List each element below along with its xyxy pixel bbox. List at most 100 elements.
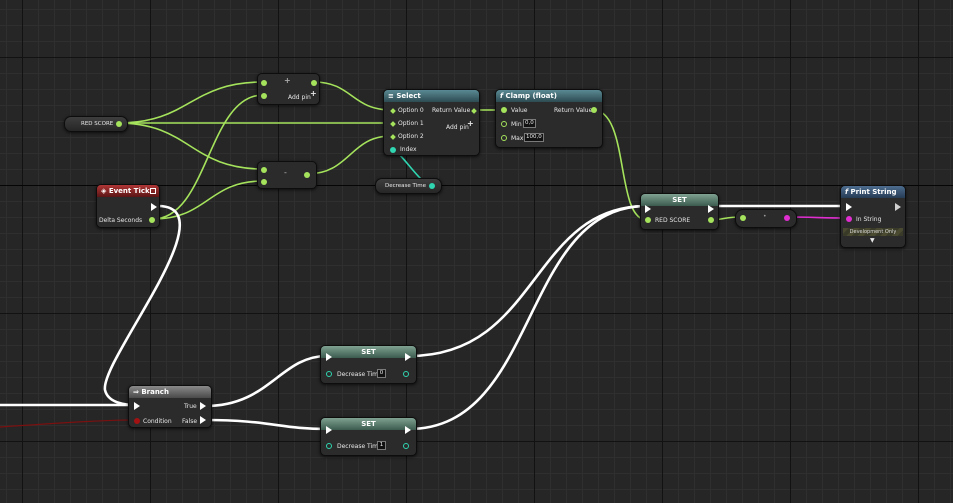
index-pin[interactable] xyxy=(390,147,396,153)
select-add-pin-plus-icon[interactable]: + xyxy=(467,119,474,128)
set-dt1-exec-out[interactable] xyxy=(405,426,411,434)
development-only-banner: Development Only xyxy=(843,228,903,236)
set-dt0-exec-out[interactable] xyxy=(405,353,411,361)
branch-title: Branch xyxy=(141,388,169,396)
event-tick-title: Event Tick xyxy=(108,187,150,195)
wire-add-option0 xyxy=(313,81,392,111)
decrease-time-out-pin[interactable] xyxy=(429,183,435,189)
clamp-max-input[interactable]: 100,0 xyxy=(524,133,544,142)
branch-header: ⇒ Branch xyxy=(129,386,211,398)
sub-a-pin[interactable] xyxy=(261,167,267,173)
event-tick-exec-out[interactable] xyxy=(151,203,157,211)
option1-pin[interactable] xyxy=(390,121,396,127)
branch-exec-in[interactable] xyxy=(134,402,140,410)
add-a-pin[interactable] xyxy=(261,80,267,86)
convert-symbol: • xyxy=(763,213,767,220)
clamp-max-pin[interactable] xyxy=(501,135,507,141)
sub-out-pin[interactable] xyxy=(304,172,310,178)
clamp-value-pin[interactable] xyxy=(501,107,507,113)
set-dt1-value-input[interactable]: 1 xyxy=(377,441,386,450)
wire-redscore-sub xyxy=(117,122,264,170)
graph-origin-line xyxy=(0,185,953,186)
set-red-exec-in[interactable] xyxy=(645,205,651,213)
wire-delta-sub xyxy=(152,180,264,220)
select-add-pin-label[interactable]: Add pin xyxy=(446,124,469,131)
condition-pin[interactable] xyxy=(134,418,140,424)
subtract-node[interactable]: - xyxy=(257,161,317,189)
add-pin-plus-icon[interactable]: + xyxy=(310,89,317,98)
print-string-header: f Print String xyxy=(841,186,905,198)
print-string-node[interactable]: f Print String In String Development Onl… xyxy=(840,185,906,248)
set-dt1-in-pin[interactable] xyxy=(326,443,332,449)
branch-false-label: False xyxy=(182,418,198,425)
select-header: ≡ Select xyxy=(384,90,479,102)
wire-exec-false-set xyxy=(204,418,328,431)
decrease-time-getter[interactable]: Decrease Time xyxy=(375,178,442,194)
set-dt0-out-pin[interactable] xyxy=(403,371,409,377)
event-diamond-icon: ◈ xyxy=(101,187,107,195)
add-out-pin[interactable] xyxy=(311,80,317,86)
select-icon: ≡ xyxy=(388,92,394,100)
print-exec-in[interactable] xyxy=(846,203,852,211)
set-red-exec-out[interactable] xyxy=(708,205,714,213)
add-node[interactable]: + Add pin + xyxy=(257,73,320,105)
add-b-pin[interactable] xyxy=(261,93,267,99)
wire-exec-set0-setred xyxy=(408,204,648,358)
set-dt1-header: SET xyxy=(321,418,416,430)
set-dt0-label: Decrease Time xyxy=(337,371,382,378)
clamp-min-label: Min xyxy=(511,121,522,128)
in-string-pin[interactable] xyxy=(846,216,852,222)
red-score-getter[interactable]: RED SCORE xyxy=(64,116,128,132)
branch-true-label: True xyxy=(184,403,197,410)
sub-symbol: - xyxy=(284,168,287,177)
set-decrease-time-1-node[interactable]: SET Decrease Time 1 xyxy=(320,417,417,456)
branch-false-exec[interactable] xyxy=(200,416,206,424)
in-string-label: In String xyxy=(856,216,882,223)
set-dt1-exec-in[interactable] xyxy=(326,426,332,434)
clamp-min-input[interactable]: 0,0 xyxy=(523,119,536,128)
print-exec-out[interactable] xyxy=(895,203,901,211)
set-dt0-in-pin[interactable] xyxy=(326,371,332,377)
delta-seconds-label: Delta Seconds xyxy=(99,217,143,224)
set-decrease-time-0-node[interactable]: SET Decrease Time 0 xyxy=(320,345,417,384)
event-tick-node[interactable]: ◈ Event Tick Delta Seconds xyxy=(96,184,160,228)
convert-in-pin[interactable] xyxy=(740,215,746,221)
set-dt1-out-pin[interactable] xyxy=(403,443,409,449)
select-return-pin[interactable] xyxy=(471,108,477,114)
red-score-out-pin[interactable] xyxy=(116,121,122,127)
sub-b-pin[interactable] xyxy=(261,179,267,185)
set-dt1-label: Decrease Time xyxy=(337,443,382,450)
set-red-in-pin[interactable] xyxy=(645,217,651,223)
clamp-title: Clamp (float) xyxy=(505,92,557,100)
set-dt0-value-input[interactable]: 0 xyxy=(377,369,386,378)
wire-redscore-add xyxy=(117,81,264,124)
expand-arrow-icon[interactable]: ▼ xyxy=(870,237,875,244)
clamp-min-pin[interactable] xyxy=(501,121,507,127)
event-tick-header: ◈ Event Tick xyxy=(97,185,159,197)
set-red-score-header: SET xyxy=(641,194,718,206)
set-red-score-node[interactable]: SET RED SCORE xyxy=(640,193,719,230)
event-delegate-icon[interactable] xyxy=(150,188,156,194)
clamp-return-pin[interactable] xyxy=(591,107,597,113)
option2-pin[interactable] xyxy=(390,134,396,140)
function-icon: f xyxy=(500,92,504,100)
option1-label: Option 1 xyxy=(398,120,424,127)
clamp-value-label: Value xyxy=(511,107,528,114)
condition-label: Condition xyxy=(143,418,172,425)
set-red-label: RED SCORE xyxy=(655,217,691,224)
branch-node[interactable]: ⇒ Branch True Condition False xyxy=(128,385,212,428)
clamp-node[interactable]: f Clamp (float) Value Min 0,0 Max 100,0 … xyxy=(495,89,603,148)
add-pin-label[interactable]: Add pin xyxy=(288,94,311,101)
set-red-out-pin[interactable] xyxy=(708,217,714,223)
option0-pin[interactable] xyxy=(390,108,396,114)
set-dt0-exec-in[interactable] xyxy=(326,353,332,361)
branch-true-exec[interactable] xyxy=(200,402,206,410)
convert-out-pin[interactable] xyxy=(784,215,790,221)
wire-exec-tick-branch xyxy=(103,204,182,407)
float-to-string-node[interactable]: • xyxy=(735,209,797,228)
option0-label: Option 0 xyxy=(398,107,424,114)
delta-seconds-pin[interactable] xyxy=(149,217,155,223)
wire-delta-add xyxy=(152,94,264,220)
select-node[interactable]: ≡ Select Option 0 Option 1 Option 2 Inde… xyxy=(383,89,480,156)
